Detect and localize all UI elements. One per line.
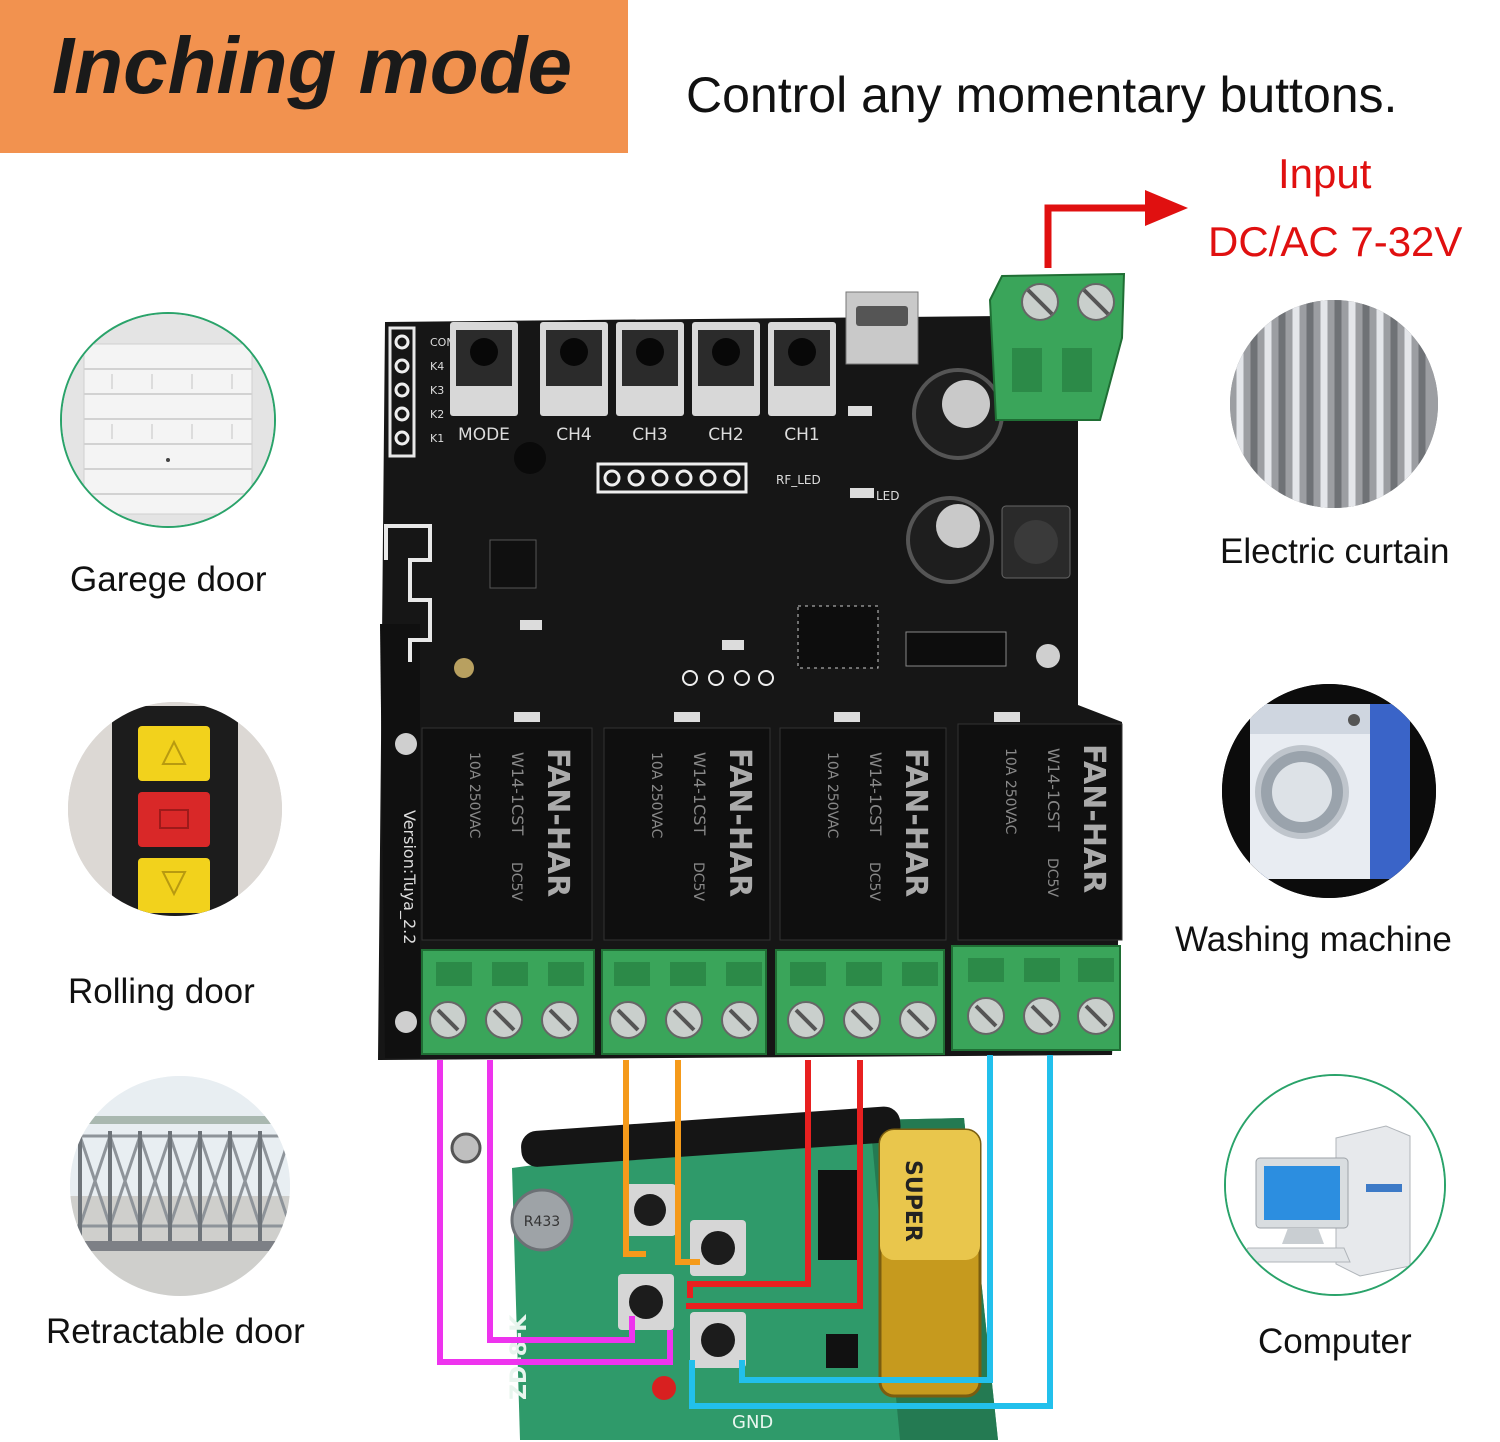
ch4-button: CH4 — [540, 322, 608, 445]
wiring — [437, 1055, 1053, 1409]
remote-control-pcb: R433 SUPER ZD-8-K GND — [450, 1106, 998, 1440]
pin-label-k2: K2 — [430, 408, 444, 421]
ch3-button: CH3 — [616, 322, 684, 445]
washing-machine-icon — [1222, 684, 1436, 898]
computer-label: Computer — [1258, 1322, 1412, 1361]
led-label: LED — [876, 489, 900, 503]
power-terminal-block — [988, 272, 1126, 421]
retractable-door-label: Retractable door — [46, 1312, 305, 1351]
ch2-button: CH2 — [692, 322, 760, 445]
rolling-door-label: Rolling door — [68, 972, 255, 1011]
mcu-chip-icon — [797, 605, 879, 669]
test-points — [682, 670, 774, 686]
relay-4: FAN-HAR W14-1CST 10A 250VAC DC5V — [957, 723, 1123, 941]
input-label: Input — [1278, 150, 1372, 197]
svg-text:W14-1CST: W14-1CST — [866, 752, 885, 835]
battery-label: SUPER — [900, 1160, 925, 1242]
usb-port-icon — [845, 291, 919, 365]
pin-label-com: COM — [430, 336, 456, 349]
crystal-icon — [510, 1188, 574, 1252]
svg-text:W14-1CST: W14-1CST — [1044, 748, 1063, 831]
driver-chip-icon — [905, 631, 1007, 667]
board-version-label: Version:Tuya_2.2 — [399, 810, 419, 944]
ch1-button: CH1 — [768, 322, 836, 445]
svg-text:CH3: CH3 — [632, 425, 667, 445]
svg-text:CH4: CH4 — [556, 425, 591, 445]
relay-1: FAN-HAR W14-1CST 10A 250VAC DC5V — [421, 727, 593, 941]
svg-text:10A 250VAC: 10A 250VAC — [1002, 748, 1018, 835]
svg-text:10A 250VAC: 10A 250VAC — [824, 752, 840, 839]
pin-label-k3: K3 — [430, 384, 444, 397]
wifi-chip-icon — [489, 539, 537, 589]
garage-door-icon — [60, 312, 276, 528]
svg-text:FAN-HAR: FAN-HAR — [540, 748, 575, 897]
banner-title: Inching mode — [52, 21, 572, 110]
svg-text:FAN-HAR: FAN-HAR — [722, 748, 757, 897]
remote-chip-icon — [826, 1334, 858, 1368]
headline: Control any momentary buttons. — [686, 67, 1398, 123]
svg-text:10A 250VAC: 10A 250VAC — [466, 752, 482, 839]
pin-header: COM K4 K3 K2 K1 — [388, 326, 456, 458]
gnd-label: GND — [732, 1412, 773, 1433]
svg-text:R433: R433 — [524, 1214, 560, 1230]
curtain-icon — [1230, 300, 1438, 508]
retractable-gate-icon — [70, 1076, 290, 1296]
relay-2: FAN-HAR W14-1CST 10A 250VAC DC5V — [603, 727, 771, 941]
remote-board-label: ZD-8-K — [507, 1314, 532, 1400]
mode-button: MODE — [450, 322, 518, 445]
capacitor-icon — [906, 368, 1004, 584]
svg-text:DC5V: DC5V — [866, 862, 882, 901]
svg-text:DC5V: DC5V — [690, 862, 706, 901]
svg-text:FAN-HAR: FAN-HAR — [898, 748, 933, 897]
svg-text:DC5V: DC5V — [1044, 858, 1060, 897]
power-arrow-icon — [1044, 190, 1188, 268]
title-banner: Inching mode — [0, 0, 628, 153]
electric-curtain-label: Electric curtain — [1220, 532, 1450, 571]
tactile-buttons: MODE CH4 CH3 CH2 CH1 — [450, 322, 836, 445]
led-indicator-icon — [652, 1376, 676, 1400]
svg-text:CH1: CH1 — [784, 425, 819, 445]
rolling-door-remote-icon — [68, 702, 282, 916]
svg-text:W14-1CST: W14-1CST — [508, 752, 527, 835]
svg-text:W14-1CST: W14-1CST — [690, 752, 709, 835]
svg-text:10A 250VAC: 10A 250VAC — [648, 752, 664, 839]
antenna-trace-icon — [384, 524, 432, 662]
washing-machine-label: Washing machine — [1175, 920, 1452, 959]
svg-text:DC5V: DC5V — [508, 862, 524, 901]
computer-icon — [1224, 1074, 1446, 1296]
output-terminal-blocks — [421, 945, 1121, 1055]
io-header — [596, 462, 748, 494]
remote-encoder-chip-icon — [818, 1170, 858, 1260]
relay-3: FAN-HAR W14-1CST 10A 250VAC DC5V — [779, 727, 947, 941]
remote-buttons — [618, 1184, 746, 1368]
svg-text:CH2: CH2 — [708, 425, 743, 445]
pin-label-k4: K4 — [430, 360, 444, 373]
pin-label-k1: K1 — [430, 432, 444, 445]
svg-text:FAN-HAR: FAN-HAR — [1076, 744, 1111, 893]
rf-led-label: RF_LED — [776, 473, 821, 487]
ipex-connector-icon — [454, 658, 474, 678]
svg-text:MODE: MODE — [458, 425, 510, 445]
garage-door-label: Garege door — [70, 560, 267, 599]
input-voltage-label: DC/AC 7-32V — [1208, 218, 1463, 265]
